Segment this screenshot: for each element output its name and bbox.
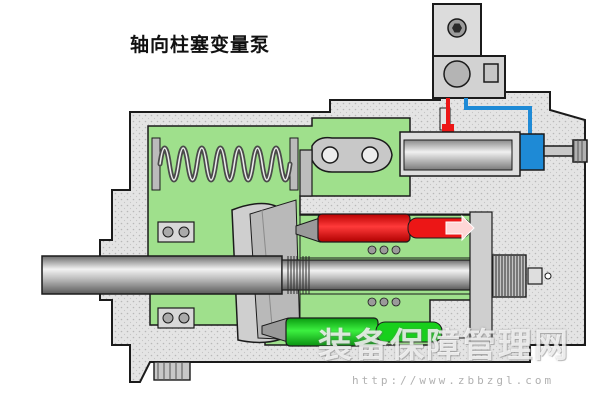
linkage-arm bbox=[299, 136, 393, 197]
drain-port bbox=[153, 361, 191, 381]
red-piston bbox=[295, 213, 475, 243]
control-valve bbox=[432, 3, 506, 99]
watermark-text: 装备保障管理网 bbox=[318, 326, 570, 366]
drive-shaft bbox=[41, 254, 552, 298]
stroking-piston bbox=[399, 131, 588, 177]
pressure-oil-line bbox=[442, 98, 454, 134]
return-spring bbox=[151, 137, 299, 191]
green-piston bbox=[261, 317, 443, 347]
watermark-url: http://www.zbbzgl.com bbox=[352, 374, 555, 387]
diagram-title: 轴向柱塞变量泵 bbox=[130, 34, 271, 56]
front-bearing bbox=[157, 221, 195, 329]
